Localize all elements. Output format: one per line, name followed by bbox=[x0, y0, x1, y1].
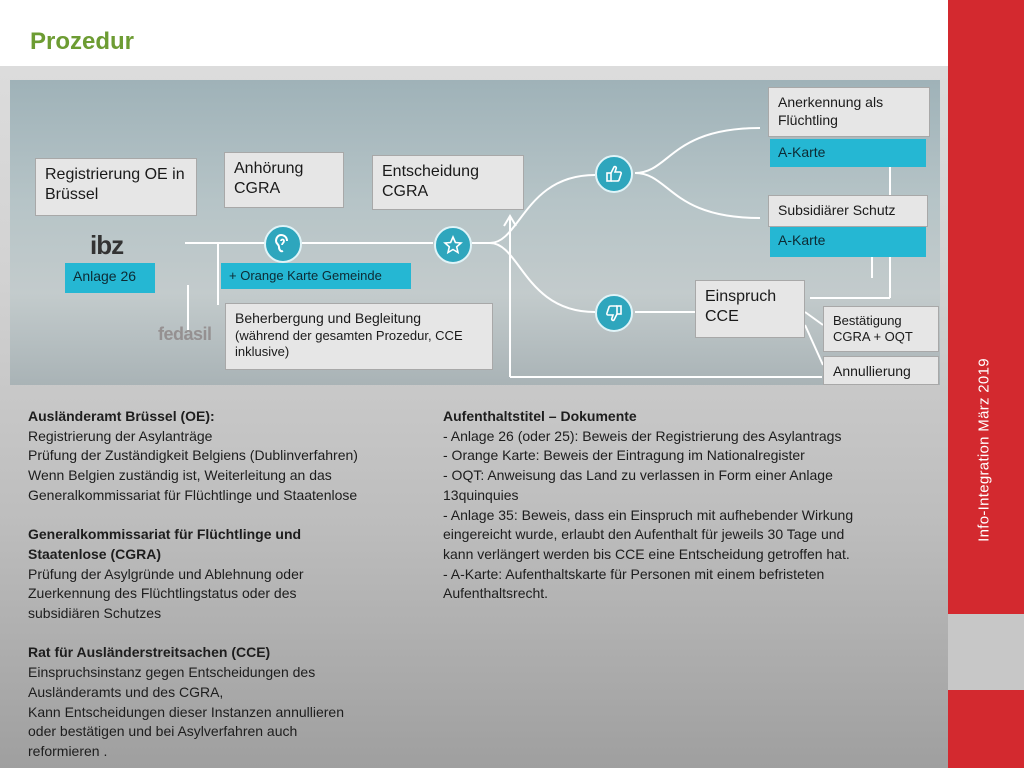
cce-line: Ausländeramts und des CGRA, bbox=[28, 683, 428, 703]
box-registrierung: Registrierung OE in Brüssel bbox=[35, 158, 197, 216]
cce-line: reformieren . bbox=[28, 742, 428, 762]
oe-line: Wenn Belgien zuständig ist, Weiterleitun… bbox=[28, 466, 428, 486]
oe-line: Generalkommissariat für Flüchtlinge und … bbox=[28, 486, 428, 506]
box-anhoerung: Anhörung CGRA bbox=[224, 152, 344, 208]
documents-line: - Anlage 35: Beweis, dass ein Einspruch … bbox=[443, 506, 903, 526]
badge-orange-karte: + Orange Karte Gemeinde bbox=[221, 263, 411, 289]
star-icon bbox=[434, 226, 472, 264]
beherbergung-subtitle: (während der gesamten Prozedur, CCE inkl… bbox=[235, 328, 483, 361]
badge-anlage26: Anlage 26 bbox=[65, 263, 155, 293]
fedasil-logo: fedasil bbox=[158, 324, 212, 345]
cgra-heading-2: Staatenlose (CGRA) bbox=[28, 545, 428, 565]
thumbs-down-icon bbox=[595, 294, 633, 332]
cce-line: Einspruchsinstanz gegen Entscheidungen d… bbox=[28, 663, 428, 683]
documents-line: - OQT: Anweisung das Land zu verlassen i… bbox=[443, 466, 903, 486]
box-beherbergung: Beherbergung und Begleitung (während der… bbox=[225, 303, 493, 370]
box-anerkennung: Anerkennung als Flüchtling bbox=[768, 87, 930, 137]
documents-line: kann verlängert werden bis CCE eine Ents… bbox=[443, 545, 903, 565]
oe-line: Registrierung der Asylanträge bbox=[28, 427, 428, 447]
documents-line: eingereicht wurde, erlaubt den Aufenthal… bbox=[443, 525, 903, 545]
page-title: Prozedur bbox=[30, 28, 134, 56]
box-bestaetigung: Bestätigung CGRA + OQT bbox=[823, 306, 939, 352]
left-column: Ausländeramt Brüssel (OE): Registrierung… bbox=[28, 407, 428, 762]
thumbs-up-icon bbox=[595, 155, 633, 193]
badge-a-karte-1: A-Karte bbox=[770, 139, 926, 167]
ear-icon bbox=[264, 225, 302, 263]
cce-line: Kann Entscheidungen dieser Instanzen ann… bbox=[28, 703, 428, 723]
cgra-line: subsidiären Schutzes bbox=[28, 604, 428, 624]
cce-line: oder bestätigen und bei Asylverfahren au… bbox=[28, 722, 428, 742]
beherbergung-title: Beherbergung und Begleitung bbox=[235, 310, 483, 328]
sidebar-text: Info-Integration März 2019 bbox=[976, 358, 993, 542]
procedure-diagram: Registrierung OE in Brüssel ibz Anlage 2… bbox=[10, 80, 940, 385]
cgra-heading: Generalkommissariat für Flüchtlinge und bbox=[28, 525, 428, 545]
documents-line: - A-Karte: Aufenthaltskarte für Personen… bbox=[443, 565, 903, 585]
box-einspruch: Einspruch CCE bbox=[695, 280, 805, 338]
sidebar-grey-block bbox=[948, 614, 1024, 690]
documents-line: - Anlage 26 (oder 25): Beweis der Regist… bbox=[443, 427, 903, 447]
box-annullierung: Annullierung bbox=[823, 356, 939, 385]
oe-line: Prüfung der Zuständigkeit Belgiens (Dubl… bbox=[28, 446, 428, 466]
ibz-logo: ibz bbox=[90, 230, 123, 261]
documents-line: - Orange Karte: Beweis der Eintragung im… bbox=[443, 446, 903, 466]
cgra-line: Prüfung der Asylgründe und Ablehnung ode… bbox=[28, 565, 428, 585]
box-entscheidung: Entscheidung CGRA bbox=[372, 155, 524, 210]
documents-heading: Aufenthaltstitel – Dokumente bbox=[443, 407, 903, 427]
documents-line: Aufenthaltsrecht. bbox=[443, 584, 903, 604]
box-subsidiaer: Subsidiärer Schutz bbox=[768, 195, 928, 227]
right-column: Aufenthaltstitel – Dokumente - Anlage 26… bbox=[443, 407, 903, 604]
documents-line: 13quinquies bbox=[443, 486, 903, 506]
badge-a-karte-2: A-Karte bbox=[770, 227, 926, 257]
oe-heading: Ausländeramt Brüssel (OE): bbox=[28, 407, 428, 427]
cce-heading: Rat für Ausländerstreitsachen (CCE) bbox=[28, 643, 428, 663]
cgra-line: Zuerkennung des Flüchtlingstatus oder de… bbox=[28, 584, 428, 604]
